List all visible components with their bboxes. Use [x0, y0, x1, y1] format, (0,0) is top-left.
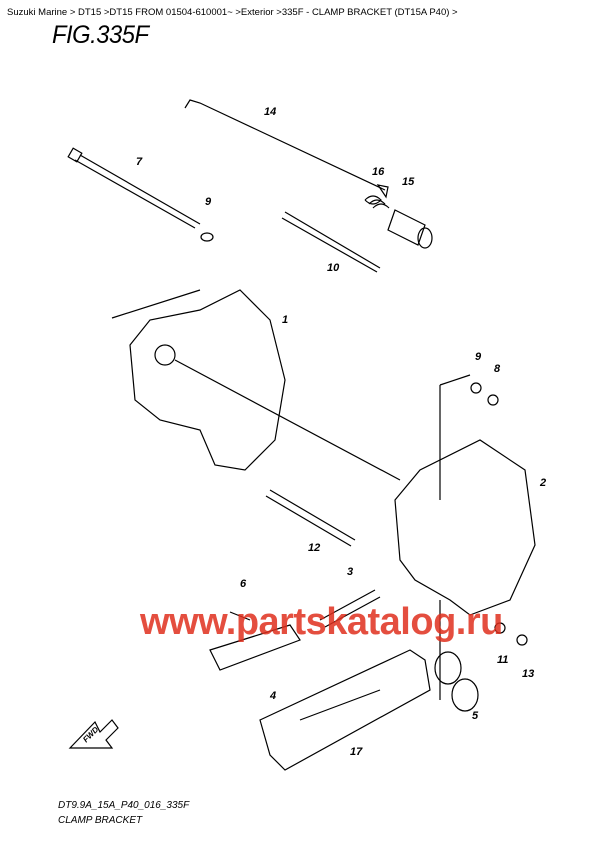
figure-title: FIG.335F	[52, 21, 149, 49]
callout-17: 17	[350, 746, 363, 758]
callout-7: 7	[136, 156, 143, 168]
watermark: www.partskatalog.ru	[140, 601, 503, 643]
part-4-clamp-piece	[209, 624, 301, 671]
callout-9b: 9	[475, 351, 482, 363]
callout-1: 1	[282, 314, 289, 326]
breadcrumb: Suzuki Marine > DT15 >DT15 FROM 01504-61…	[7, 7, 458, 18]
part-5-ring	[434, 651, 462, 685]
part-2-clamp-bracket	[394, 439, 536, 616]
part-15-cap-end	[417, 227, 433, 249]
part-9-washer	[200, 232, 214, 242]
drawing-code: DT9.9A_15A_P40_016_335F	[58, 800, 190, 811]
callout-13: 13	[522, 668, 535, 680]
part-12-rod	[265, 489, 356, 547]
part-14-rod-end	[376, 184, 389, 199]
part-1-clamp-bracket	[129, 289, 286, 471]
callout-8: 8	[494, 363, 501, 375]
part-14-rod	[184, 99, 386, 191]
part-10-bolt	[281, 211, 381, 273]
callout-12: 12	[308, 542, 321, 554]
assembly-leader-lines	[111, 289, 401, 481]
part-3-screw	[319, 589, 381, 628]
callout-6: 6	[240, 578, 247, 590]
part-16-spring	[364, 195, 390, 209]
caption: CLAMP BRACKET	[58, 815, 143, 826]
part-7-bolt-head	[67, 147, 83, 163]
callout-14: 14	[264, 106, 277, 118]
callout-2: 2	[540, 477, 547, 489]
callout-3: 3	[347, 566, 354, 578]
part-15-cap	[387, 209, 426, 246]
part-8-nut	[487, 394, 499, 406]
callout-15: 15	[402, 176, 415, 188]
callout-5: 5	[472, 710, 479, 722]
callout-9: 9	[205, 196, 212, 208]
fwd-arrow-icon	[68, 719, 119, 749]
part-7-bolt	[74, 154, 201, 229]
callout-4: 4	[270, 690, 277, 702]
part-6-pin	[229, 611, 251, 621]
part-9-washer-2	[470, 382, 482, 394]
callout-16: 16	[372, 166, 385, 178]
part-1-bracket-hole	[154, 344, 176, 366]
part-13-nut	[516, 634, 528, 646]
part-11-washer	[494, 622, 506, 634]
assembly-leader-lines-2	[439, 374, 471, 700]
part-5-ring-2	[451, 678, 479, 712]
part-17-detail	[299, 689, 381, 721]
part-17-clamp-assembly	[259, 649, 431, 771]
callout-10: 10	[327, 262, 340, 274]
callout-11: 11	[497, 654, 509, 666]
